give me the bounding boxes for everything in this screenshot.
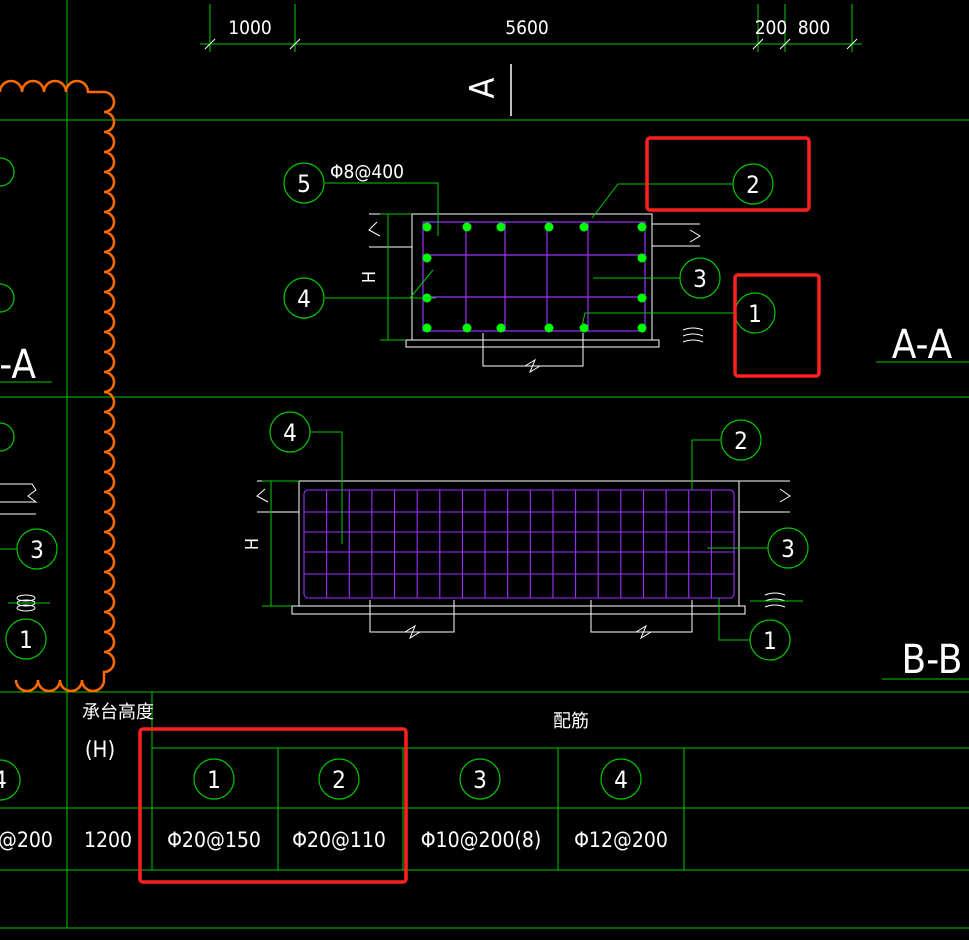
table-balloon-4 bbox=[600, 758, 642, 800]
balloon-partial bbox=[0, 283, 15, 313]
balloon-number: 5 bbox=[297, 170, 311, 198]
dimension-label: 800 bbox=[798, 17, 831, 39]
section-a-a: H bbox=[283, 161, 969, 374]
balloon-number: 3 bbox=[473, 766, 487, 794]
balloon-number: 3 bbox=[781, 535, 795, 563]
rebar-value-2: Φ20@110 bbox=[292, 828, 386, 852]
table-balloon-4-partial bbox=[0, 759, 21, 801]
balloon-number: 4 bbox=[297, 285, 311, 313]
balloon-2 bbox=[720, 419, 762, 461]
reinforcement-header: 配筋 bbox=[553, 711, 589, 732]
highlight-box-balloon-2 bbox=[645, 136, 811, 212]
balloon-number: 2 bbox=[734, 427, 748, 455]
rebar-value-1: Φ20@150 bbox=[167, 828, 261, 852]
table-cell-partial: @200 bbox=[0, 828, 53, 852]
dimension-chain: 1000 5600 200 800 bbox=[200, 4, 862, 52]
cushion-layer bbox=[291, 605, 746, 615]
rebar-spec-5: Φ8@400 bbox=[330, 161, 404, 183]
balloon-number: 4 bbox=[614, 766, 628, 794]
dimension-label: 5600 bbox=[505, 17, 549, 39]
slab-break-right bbox=[652, 223, 701, 247]
balloon-4 bbox=[269, 411, 311, 453]
balloon-number: 1 bbox=[748, 300, 762, 328]
balloon-4 bbox=[283, 277, 325, 319]
balloon-1-partial bbox=[5, 618, 47, 660]
highlight-box-table-columns bbox=[138, 727, 408, 884]
section-title-a-a: A-A bbox=[892, 322, 953, 368]
balloon-number: 1 bbox=[763, 627, 777, 655]
height-label: H bbox=[242, 538, 263, 550]
longitudinal-rebars-a bbox=[422, 222, 647, 333]
table-balloon-2 bbox=[318, 758, 360, 800]
section-title-b-b: B-B bbox=[902, 637, 963, 683]
section-cut-marker: A bbox=[463, 64, 512, 116]
balloon-partial bbox=[0, 422, 15, 452]
leaders-b bbox=[311, 431, 768, 641]
pile-break bbox=[482, 333, 584, 374]
balloon-2 bbox=[732, 163, 774, 205]
section-cut-letter: A bbox=[463, 77, 503, 98]
cushion-layer bbox=[405, 339, 660, 348]
slab-break-right bbox=[739, 480, 791, 513]
reinforcement-table: 承台高度 (H) 配筋 4 1 2 3 4 @200 1200 Φ20@150 … bbox=[0, 702, 668, 852]
balloon-partial bbox=[0, 157, 15, 187]
balloon-number: 2 bbox=[746, 171, 760, 199]
section-b-b: H 4 2 3 1 B-B bbox=[242, 411, 969, 683]
highlight-box-balloon-1 bbox=[733, 273, 821, 378]
balloon-number: 1 bbox=[207, 766, 221, 794]
highlight-boxes bbox=[138, 136, 821, 884]
revision-cloud bbox=[0, 79, 116, 693]
rebar-mesh-b bbox=[303, 489, 735, 599]
balloon-number: 2 bbox=[332, 766, 346, 794]
height-label: H bbox=[359, 271, 380, 283]
balloon-number: 4 bbox=[283, 419, 297, 447]
balloon-number: 3 bbox=[693, 265, 707, 293]
table-balloon-3 bbox=[459, 758, 501, 800]
leaders-a bbox=[325, 182, 734, 327]
balloon-number: 1 bbox=[19, 626, 33, 654]
balloon-1 bbox=[749, 619, 791, 661]
balloon-3 bbox=[767, 527, 809, 569]
balloon-number: 4 bbox=[0, 766, 7, 794]
dimension-label: 200 bbox=[755, 17, 788, 39]
balloon-5 bbox=[283, 162, 325, 204]
pile-cap-tie bbox=[682, 327, 704, 343]
left-partial-view: A-A 3 1 bbox=[0, 157, 58, 660]
cap-height-symbol: (H) bbox=[85, 738, 115, 763]
table-balloon-1 bbox=[193, 758, 235, 800]
dimension-label: 1000 bbox=[228, 17, 272, 39]
pile-break bbox=[369, 600, 455, 640]
rebar-value-4: Φ12@200 bbox=[574, 828, 668, 852]
cap-height-header: 承台高度 bbox=[82, 702, 154, 723]
cap-height-value: 1200 bbox=[84, 828, 132, 852]
rebar-value-3: Φ10@200(8) bbox=[421, 828, 542, 852]
partial-section-title: A-A bbox=[0, 342, 36, 388]
balloon-number: 3 bbox=[30, 536, 44, 564]
balloon-3 bbox=[679, 257, 721, 299]
pile-cap-tie bbox=[764, 592, 786, 608]
pile-break bbox=[590, 600, 693, 640]
